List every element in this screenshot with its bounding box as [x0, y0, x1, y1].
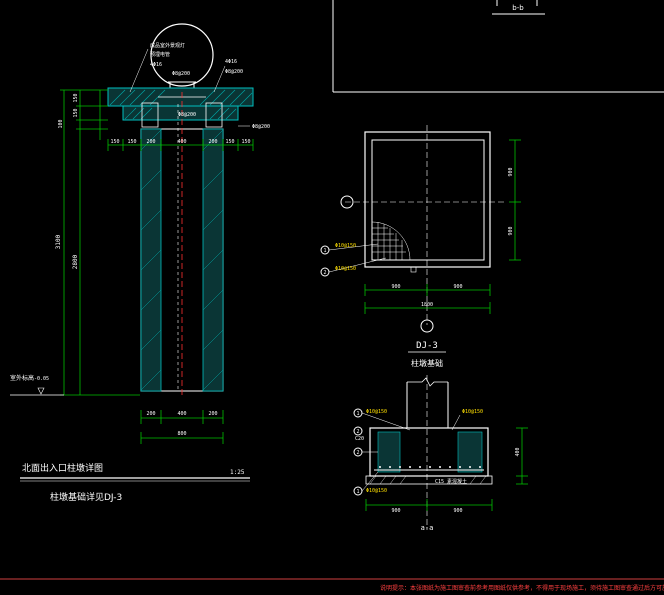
cap-step — [122, 105, 239, 121]
aa-marker-3: 2 — [356, 429, 359, 435]
dim-100: 100 — [58, 119, 64, 128]
top-dim-5: 150 — [225, 139, 234, 145]
dim-3100: 3100 — [55, 234, 62, 249]
plan-caption: 柱墩基础 — [411, 358, 443, 368]
rebar-label-1: Φ8@200 — [172, 71, 190, 77]
rebar-label-5: Φ8@200 — [252, 124, 270, 130]
pad-label: C15 素混凝土 — [435, 478, 467, 485]
plan-dj3: 1 2 Φ10@150 Φ10@150 900 900 900 900 1800… — [320, 125, 521, 368]
scale-label: 1:25 — [230, 469, 245, 476]
aa-rebar-0: Φ10@150 — [366, 409, 387, 415]
dim-150-a: 150 — [73, 93, 79, 102]
plan-dim-right-0: 900 — [508, 167, 514, 176]
lamp-globe — [150, 23, 214, 87]
plan-dim-bottom-1: 900 — [453, 284, 462, 290]
top-dim-1: 150 — [127, 139, 136, 145]
footer-note: 说明提示：本张图纸为施工图审查前参考用图纸仅供参考，不得用于现场施工，须待施工图… — [380, 584, 664, 592]
base-dim-1: 400 — [177, 411, 186, 417]
base-dim-2: 200 — [208, 411, 217, 417]
section-bb-label: b-b — [512, 4, 524, 12]
top-dim-6: 150 — [241, 139, 250, 145]
dim-150-b: 150 — [73, 108, 79, 117]
plan-label: DJ-3 — [416, 341, 438, 351]
sub-title: 柱墩基础详见DJ-3 — [50, 491, 122, 503]
top-dim-4: 200 — [208, 139, 217, 145]
plan-marker-2-text: 2 — [323, 270, 326, 276]
aa-marker-2: 1 — [356, 489, 359, 495]
aa-dim-right-1: 400 — [515, 447, 521, 456]
drawing-title-block: 北面出入口柱墩详图 1:25 柱墩基础详见DJ-3 — [20, 462, 250, 503]
aa-dim-bottom-1: 900 — [453, 508, 462, 514]
rebar-label-3: Φ8@200 — [225, 69, 243, 75]
plan-rebar-2: Φ10@150 — [335, 266, 356, 272]
main-title: 北面出入口柱墩详图 — [22, 462, 103, 474]
callout-conduit: 预埋电管 — [150, 51, 170, 58]
top-dim-3: 400 — [177, 139, 186, 145]
blinding-pad — [365, 475, 493, 485]
plan-dim-total: 1800 — [421, 302, 433, 308]
plan-marker-1-text: 1 — [323, 248, 326, 254]
top-dim-0: 150 — [110, 139, 119, 145]
aa-cover: C20 — [355, 436, 364, 442]
aa-marker-0: 1 — [356, 411, 359, 417]
aa-label: a-a — [421, 524, 434, 532]
plan-dim-bottom-0: 900 — [391, 284, 400, 290]
base-dim-0: 200 — [146, 411, 155, 417]
aa-rebar-2: Φ10@150 — [366, 488, 387, 494]
axis-bubble-left — [340, 195, 354, 209]
callout-lamp: 成品室外景观灯 — [150, 42, 185, 49]
aa-dim-bottom-0: 900 — [391, 508, 400, 514]
base-total: 800 — [177, 431, 186, 437]
section-aa: C15 素混凝土 1 2 1 2 Φ10@150 Φ10@150 Φ10@150… — [353, 375, 528, 532]
rebar-label-0: 4Φ16 — [150, 62, 162, 68]
rebar-label-2: 4Φ16 — [225, 59, 237, 65]
aa-marker-1: 2 — [356, 450, 359, 456]
ground-label: 室外标高 — [10, 374, 34, 382]
dim-2800: 2800 — [72, 254, 79, 269]
aa-rebar-1: Φ10@150 — [462, 409, 483, 415]
axis-bubble-bottom — [420, 319, 434, 333]
rebar-label-4: Φ8@200 — [178, 112, 196, 118]
top-dim-2: 200 — [146, 139, 155, 145]
ground-value: -0.05 — [34, 376, 49, 382]
section-bb-frame: b-b — [332, 0, 664, 93]
pillar-elevation: 成品室外景观灯 预埋电管 4Φ16 Φ8@200 4Φ16 Φ8@200 Φ8@… — [10, 23, 270, 444]
plan-dim-right-1: 900 — [508, 226, 514, 235]
plan-rebar-1: Φ10@150 — [335, 243, 356, 249]
